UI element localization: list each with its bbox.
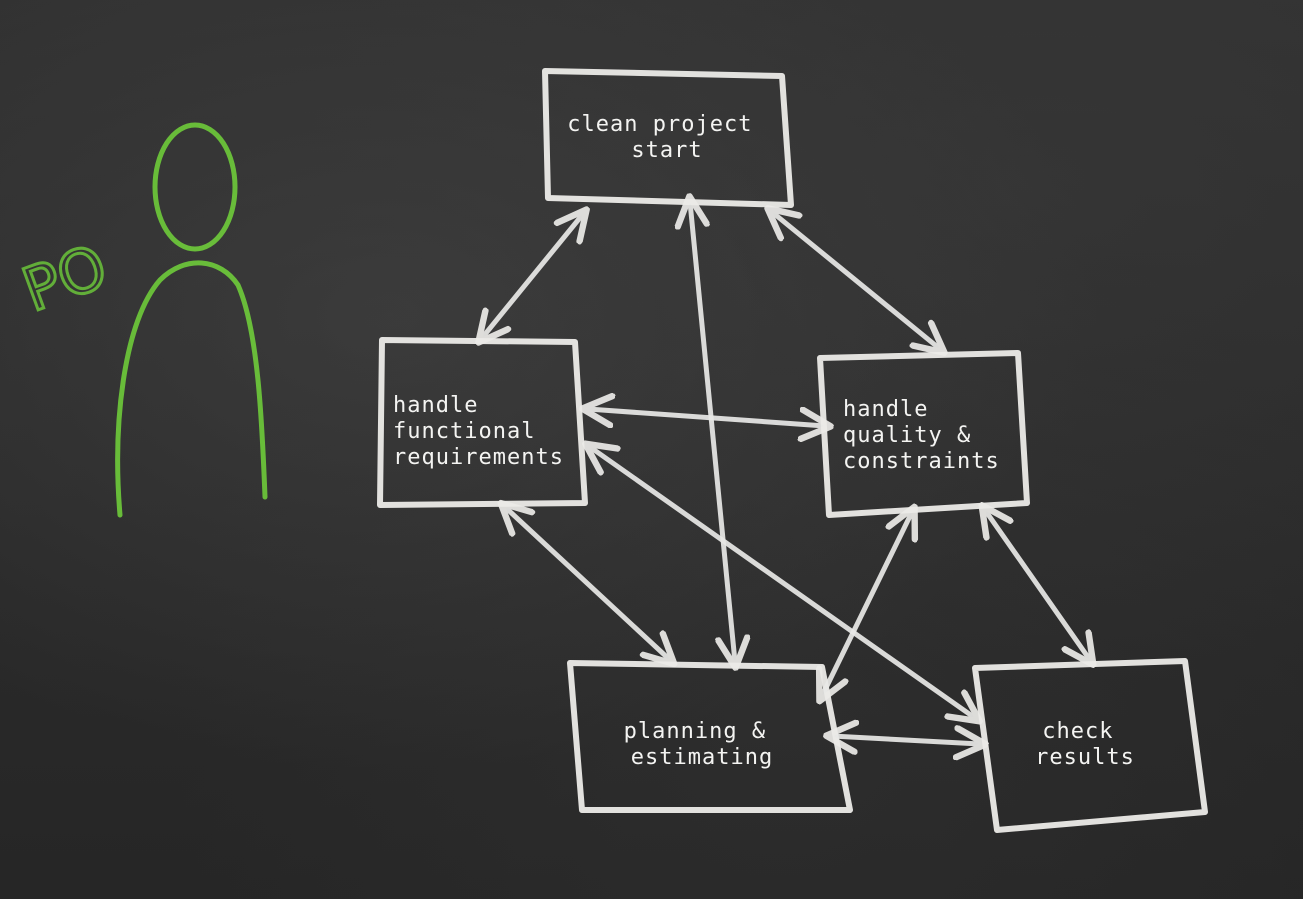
arrow-planning-check	[832, 736, 980, 744]
node-planning: planning & estimating	[567, 660, 853, 813]
node-planning-line1: planning &	[624, 719, 766, 744]
node-clean-project-start: clean project start	[542, 68, 794, 208]
node-handle-functional: handle functional requirements	[377, 337, 588, 508]
node-handle-functional-line2: functional	[393, 419, 535, 444]
svg-text:planning & estimating: planning & estimating	[624, 719, 781, 770]
person-body	[115, 260, 268, 518]
node-handle-quality-line2: quality &	[843, 423, 971, 448]
node-check-results-line2: results	[1035, 745, 1135, 770]
person-figure: PO	[12, 122, 268, 518]
node-check-results: check results	[972, 658, 1208, 833]
person-head	[152, 122, 238, 252]
arrow-start-quality	[772, 212, 940, 349]
node-planning-line2: estimating	[631, 745, 773, 770]
arrow-quality-planning	[822, 512, 912, 696]
node-check-results-line1: check	[1042, 719, 1113, 744]
arrow-functional-quality	[588, 409, 825, 426]
node-clean-project-start-line1: clean project	[567, 112, 752, 137]
svg-text:clean project start: clean project start	[567, 112, 766, 163]
svg-text:check results: check results	[1035, 719, 1135, 770]
svg-text:handle quality &: handle quality & constraints	[843, 397, 1000, 474]
node-clean-project-start-line2: start	[631, 138, 702, 163]
node-handle-quality: handle quality & constraints	[817, 350, 1030, 518]
arrow-functional-check	[590, 447, 975, 718]
svg-text:handle functional: handle functional requirements	[393, 393, 564, 470]
person-initials: PO	[14, 232, 116, 326]
node-handle-functional-line3: requirements	[393, 445, 564, 470]
arrow-start-planning	[690, 202, 735, 662]
node-handle-quality-line1: handle	[843, 397, 928, 422]
arrow-start-functional	[482, 214, 583, 338]
arrow-quality-check	[985, 510, 1090, 660]
node-handle-functional-line1: handle	[393, 393, 478, 418]
node-handle-quality-line3: constraints	[843, 449, 1000, 474]
arrow-functional-planning	[505, 507, 670, 660]
